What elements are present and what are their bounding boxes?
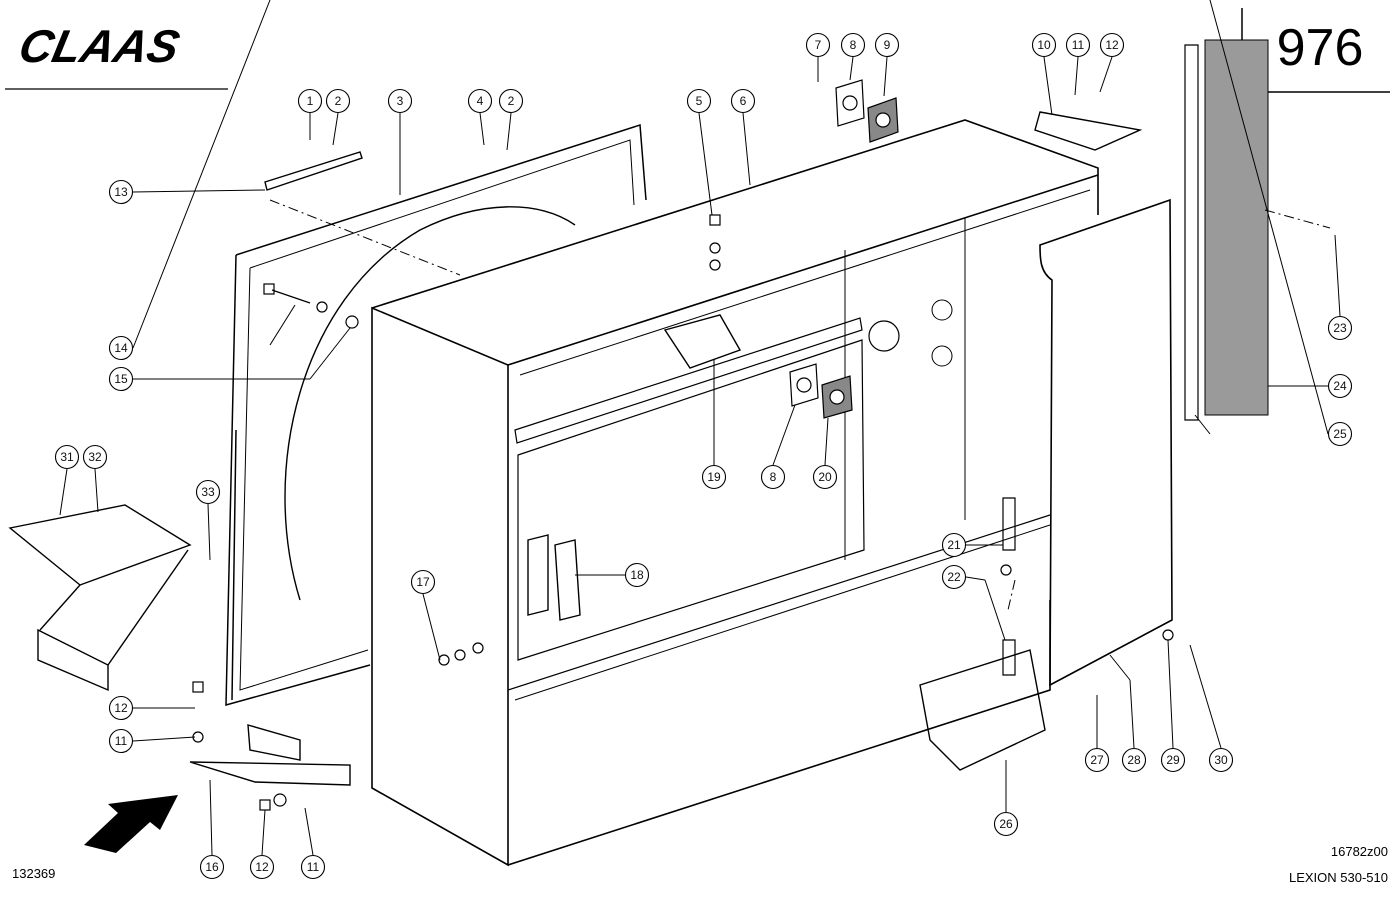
callout-31[interactable]: 31: [54, 444, 80, 470]
callout-9[interactable]: 9: [874, 32, 900, 58]
callout-18[interactable]: 18: [624, 562, 650, 588]
callout-19[interactable]: 19: [701, 464, 727, 490]
svg-text:11: 11: [307, 860, 320, 874]
callout-2[interactable]: 2: [325, 88, 351, 114]
fan-shroud: [225, 123, 647, 706]
callout-23[interactable]: 23: [1327, 315, 1353, 341]
callout-3[interactable]: 3: [387, 88, 413, 114]
fasteners: [192, 214, 1174, 811]
side-panel: [1039, 198, 1173, 687]
svg-text:1: 1: [307, 94, 314, 108]
svg-text:30: 30: [1214, 753, 1228, 767]
page-number-box: 976: [1241, 8, 1390, 93]
callout-24[interactable]: 24: [1327, 373, 1353, 399]
svg-text:11: 11: [115, 734, 128, 748]
direction-arrow-icon: [84, 795, 178, 853]
callout-11[interactable]: 11: [1065, 32, 1091, 58]
rotary-screen: [1184, 39, 1269, 421]
svg-text:27: 27: [1090, 753, 1104, 767]
svg-text:13: 13: [114, 185, 128, 199]
svg-text:33: 33: [201, 485, 215, 499]
svg-text:8: 8: [850, 38, 857, 52]
svg-text:17: 17: [416, 575, 430, 589]
callout-12[interactable]: 12: [1099, 32, 1125, 58]
callout-1[interactable]: 1: [297, 88, 323, 114]
svg-text:24: 24: [1333, 379, 1347, 393]
leader-lines: [59, 0, 1341, 856]
svg-text:28: 28: [1127, 753, 1141, 767]
callout-32[interactable]: 32: [82, 444, 108, 470]
gaskets: [789, 79, 899, 419]
callout-25[interactable]: 25: [1327, 421, 1353, 447]
logo-text: CLAAS: [15, 20, 184, 71]
svg-text:18: 18: [630, 568, 644, 582]
callout-26[interactable]: 26: [993, 811, 1019, 837]
callout-28[interactable]: 28: [1121, 747, 1147, 773]
svg-text:12: 12: [1105, 38, 1119, 52]
callout-8[interactable]: 8: [840, 32, 866, 58]
svg-text:20: 20: [818, 470, 832, 484]
callout-11[interactable]: 11: [300, 854, 326, 880]
callout-22[interactable]: 22: [941, 564, 967, 590]
callout-6[interactable]: 6: [730, 88, 756, 114]
svg-text:23: 23: [1333, 321, 1347, 335]
svg-text:6: 6: [740, 94, 747, 108]
callout-15[interactable]: 15: [108, 366, 134, 392]
svg-text:5: 5: [696, 94, 703, 108]
svg-text:10: 10: [1037, 38, 1051, 52]
page-number: 976: [1277, 19, 1364, 77]
svg-text:26: 26: [999, 817, 1013, 831]
callout-4[interactable]: 4: [467, 88, 493, 114]
callout-2[interactable]: 2: [498, 88, 524, 114]
callout-29[interactable]: 29: [1160, 747, 1186, 773]
svg-text:25: 25: [1333, 427, 1347, 441]
callout-13[interactable]: 13: [108, 179, 134, 205]
callout-30[interactable]: 30: [1208, 747, 1234, 773]
svg-text:7: 7: [815, 38, 822, 52]
reference-lines: [269, 199, 1331, 611]
svg-text:4: 4: [477, 94, 484, 108]
claas-logo: CLAAS: [15, 20, 184, 71]
svg-text:2: 2: [508, 94, 515, 108]
callout-11[interactable]: 11: [108, 728, 134, 754]
callout-14[interactable]: 14: [108, 335, 134, 361]
callout-27[interactable]: 27: [1084, 747, 1110, 773]
svg-text:19: 19: [707, 470, 721, 484]
svg-text:21: 21: [947, 538, 961, 552]
callout-8[interactable]: 8: [760, 464, 786, 490]
svg-text:2: 2: [335, 94, 342, 108]
svg-text:16: 16: [205, 860, 219, 874]
callout-7[interactable]: 7: [805, 32, 831, 58]
callout-17[interactable]: 17: [410, 569, 436, 595]
drawing-code: 16782z00: [1331, 844, 1388, 859]
model-name: LEXION 530-510: [1289, 870, 1388, 885]
callout-12[interactable]: 12: [249, 854, 275, 880]
svg-text:11: 11: [1072, 38, 1085, 52]
callout-12[interactable]: 12: [108, 695, 134, 721]
svg-text:29: 29: [1166, 753, 1180, 767]
brackets: [8, 111, 1143, 786]
svg-text:9: 9: [884, 38, 891, 52]
callout-33[interactable]: 33: [195, 479, 221, 505]
svg-text:12: 12: [255, 860, 269, 874]
svg-text:32: 32: [88, 450, 102, 464]
svg-text:15: 15: [114, 372, 128, 386]
callout-16[interactable]: 16: [199, 854, 225, 880]
svg-text:31: 31: [60, 450, 74, 464]
svg-text:14: 14: [114, 341, 128, 355]
svg-text:3: 3: [397, 94, 404, 108]
callout-labels: 1 2 3 4 2 5 6 7 8 9 10 11 12 13 14 15 19…: [54, 32, 1353, 880]
callout-20[interactable]: 20: [812, 464, 838, 490]
callout-5[interactable]: 5: [686, 88, 712, 114]
callout-10[interactable]: 10: [1031, 32, 1057, 58]
svg-text:8: 8: [770, 470, 777, 484]
svg-text:22: 22: [947, 570, 961, 584]
radiator-frame: [371, 119, 1099, 867]
svg-text:12: 12: [114, 701, 128, 715]
footer-left-code: 132369: [12, 866, 55, 881]
callout-21[interactable]: 21: [941, 532, 967, 558]
